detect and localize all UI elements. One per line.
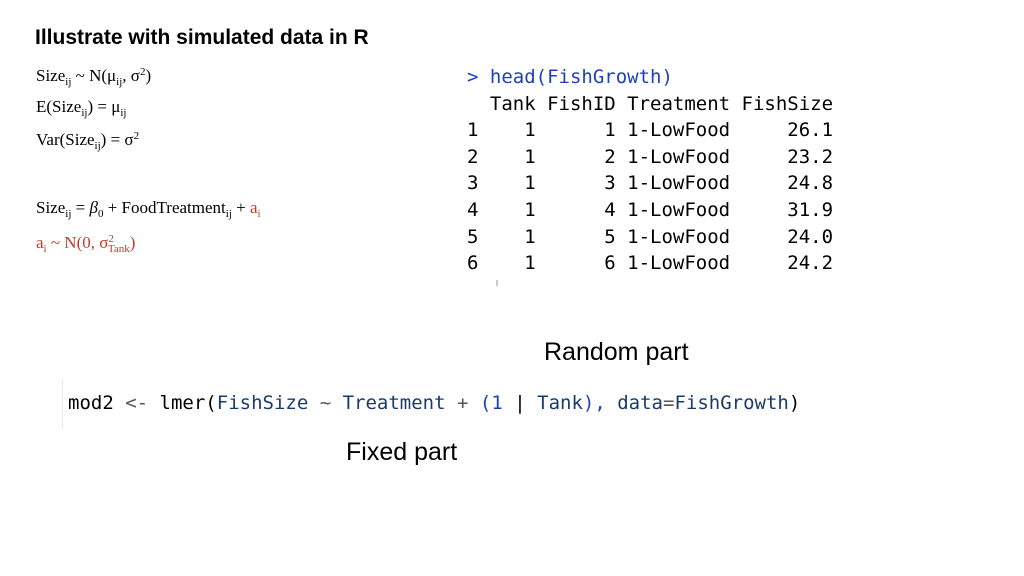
fixed-part-label: Fixed part	[346, 438, 458, 466]
code-box	[62, 380, 943, 428]
lmer-code-line: mod2 <- lmer(FishSize ~ Treatment + (1 |…	[68, 392, 801, 414]
console-row: 3 1 3 1-LowFood 24.8	[467, 172, 834, 195]
slide-title: Illustrate with simulated data in R	[35, 26, 369, 49]
r-console-output: > head(FishGrowth) Tank FishID Treatment…	[467, 64, 833, 277]
random-part-label: Random part	[544, 338, 689, 366]
equation-linear-model: Sizeij = β0 + FoodTreatmentij + ai	[36, 198, 261, 220]
console-row: 2 1 2 1-LowFood 23.2	[467, 145, 834, 168]
console-row: 1 1 1 1-LowFood 26.1	[467, 119, 834, 142]
console-row: 5 1 5 1-LowFood 24.0	[467, 225, 834, 248]
equation-distribution: Sizeij ~ N(μij, σ2)	[36, 66, 152, 88]
console-table-header: Tank FishID Treatment FishSize	[467, 92, 834, 115]
equation-random-effect: ai ~ N(0, σ2Tank)	[36, 233, 136, 255]
console-command-line: > head(FishGrowth)	[467, 66, 673, 88]
console-cursor	[496, 280, 498, 286]
console-row: 4 1 4 1-LowFood 31.9	[467, 198, 834, 221]
console-row: 6 1 6 1-LowFood 24.2	[467, 252, 834, 275]
equation-variance: Var(Sizeij) = σ2	[36, 130, 140, 152]
equation-expectation: E(Sizeij) = μij	[36, 97, 127, 119]
